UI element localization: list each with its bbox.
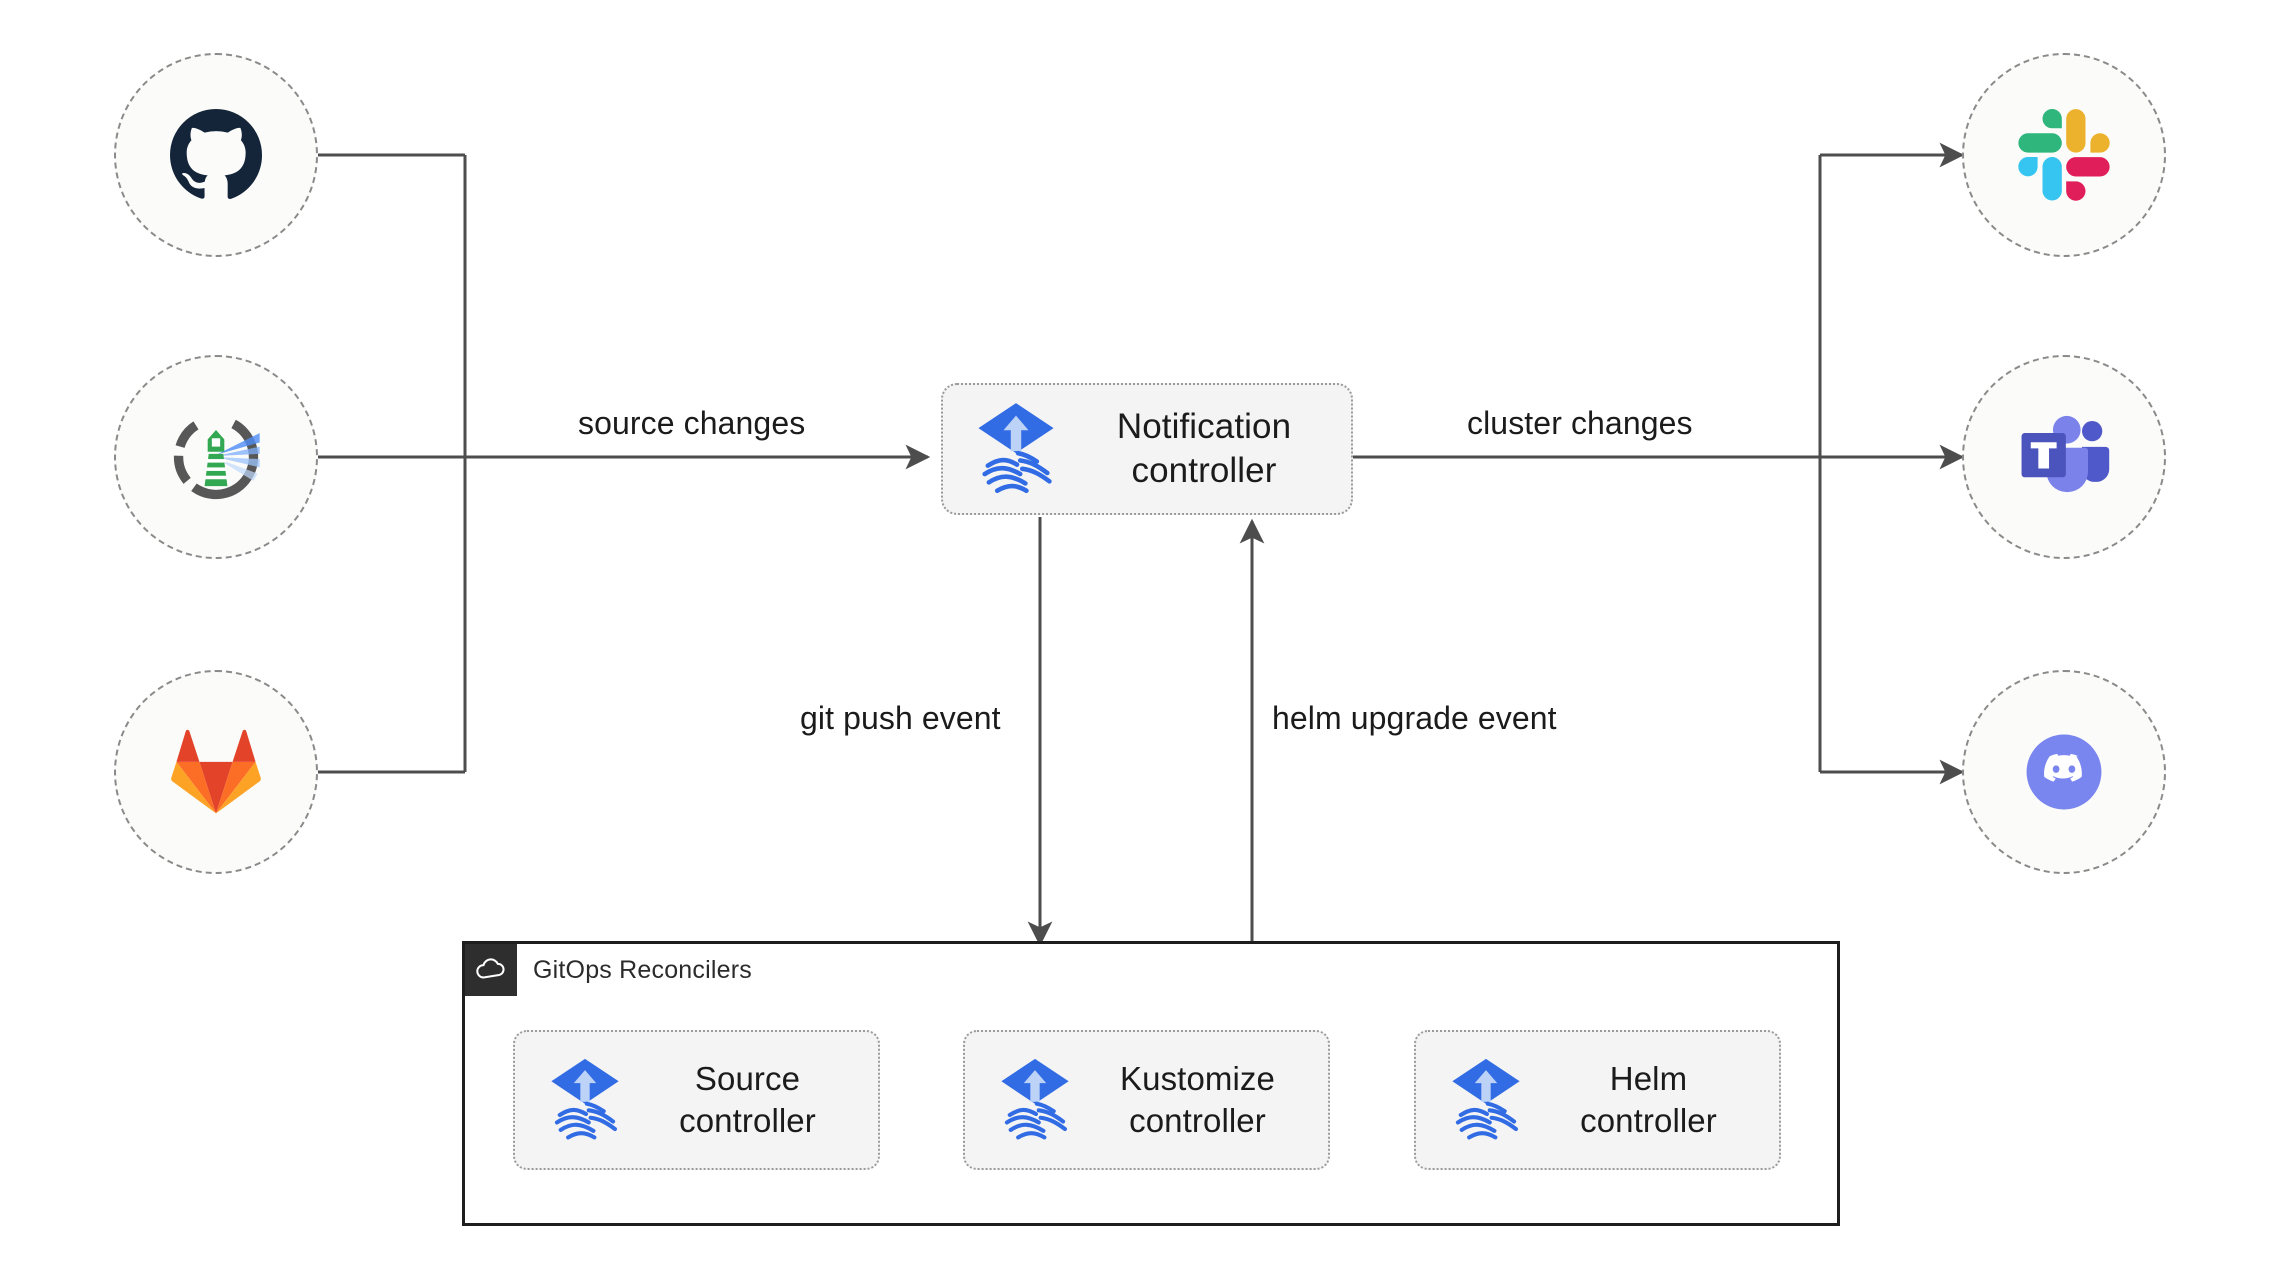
- flux-logo-icon: [1438, 1057, 1534, 1143]
- helm-controller-box[interactable]: Helm controller: [1414, 1030, 1781, 1170]
- edge-label-helm-upgrade-event: helm upgrade event: [1272, 700, 1557, 736]
- lighthouse-icon: [164, 405, 268, 509]
- notification-controller-label: Notification controller: [1116, 406, 1292, 490]
- kustomize-controller-box[interactable]: Kustomize controller: [963, 1030, 1330, 1170]
- provider-node-teams[interactable]: [1962, 355, 2166, 559]
- gitops-group-header: GitOps Reconcilers: [465, 944, 752, 996]
- github-icon: [168, 107, 264, 203]
- helm-controller-label: Helm controller: [1580, 1060, 1717, 1139]
- source-node-flux-lighthouse[interactable]: [114, 355, 318, 559]
- provider-node-discord[interactable]: [1962, 670, 2166, 874]
- gitlab-icon: [170, 726, 262, 818]
- edge-label-source-changes: source changes: [578, 405, 806, 441]
- edge-label-git-push-event: git push event: [800, 700, 1001, 736]
- edge-label-cluster-changes: cluster changes: [1467, 405, 1693, 441]
- source-node-github[interactable]: [114, 53, 318, 257]
- kustomize-controller-label: Kustomize controller: [1120, 1060, 1275, 1139]
- teams-icon: [2016, 411, 2112, 503]
- flux-logo-icon: [537, 1057, 633, 1143]
- flux-logo-icon: [961, 401, 1071, 497]
- source-controller-label: Source controller: [679, 1060, 816, 1139]
- source-controller-box[interactable]: Source controller: [513, 1030, 880, 1170]
- provider-node-slack[interactable]: [1962, 53, 2166, 257]
- discord-icon: [2012, 720, 2116, 824]
- source-node-gitlab[interactable]: [114, 670, 318, 874]
- flux-logo-icon: [987, 1057, 1083, 1143]
- slack-icon: [2018, 109, 2110, 201]
- cloud-icon: [465, 944, 517, 996]
- gitops-group-title: GitOps Reconcilers: [533, 955, 752, 984]
- notification-controller-box[interactable]: Notification controller: [941, 383, 1353, 515]
